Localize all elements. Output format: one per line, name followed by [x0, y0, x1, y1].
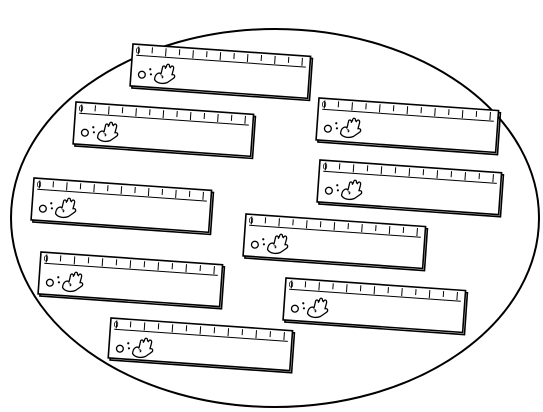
ruler: 0: [283, 278, 468, 335]
ruler-tick: [136, 108, 137, 116]
ruler: 0: [243, 214, 428, 271]
ruler-tick: [462, 110, 463, 118]
ruler-tick: [465, 172, 466, 180]
ruler-tick: [353, 164, 354, 172]
ruler-tick: [346, 284, 347, 292]
ruler: 0: [130, 44, 313, 100]
ruler-zero-label: 0: [113, 320, 119, 329]
rulers-group: 0 0 0 0 0 0 0 0 0: [31, 44, 504, 373]
ruler-body: [108, 318, 292, 371]
ruler-tick: [352, 102, 353, 110]
ruler-zero-label: 0: [78, 104, 84, 113]
ruler-zero-label: 0: [288, 280, 294, 289]
ruler-tick: [362, 224, 363, 232]
ruler-tick: [279, 218, 280, 226]
ruler-tick: [220, 52, 221, 60]
ruler: 0: [31, 178, 214, 234]
ruler-tick: [144, 322, 145, 330]
ruler-tick: [163, 110, 164, 118]
ruler-tick: [374, 286, 375, 294]
ruler-zero-label: 0: [321, 100, 327, 109]
ruler-tick: [284, 332, 285, 340]
ruler-tick: [186, 264, 187, 272]
ruler-tick: [457, 292, 458, 300]
ruler: 0: [317, 160, 504, 217]
ruler-tick: [435, 108, 436, 116]
ruler-tick: [247, 54, 248, 62]
ruler: 0: [108, 318, 294, 373]
ruler-tick: [493, 174, 494, 182]
ruler-zero-label: 0: [43, 254, 49, 263]
ruler-tick: [302, 58, 303, 66]
ruler-tick: [228, 328, 229, 336]
ruler-tick: [319, 282, 320, 290]
ruler-tick: [148, 188, 149, 196]
ruler-zero-label: 0: [36, 180, 42, 189]
ruler-tick: [193, 50, 194, 58]
ruler-tick: [429, 290, 430, 298]
ruler-tick: [102, 258, 103, 266]
ruler-tick: [203, 192, 204, 200]
ruler-tick: [218, 114, 219, 122]
ruler-tick: [130, 260, 131, 268]
ruler-zero-label: 0: [248, 216, 254, 225]
ruler-tick: [306, 220, 307, 228]
ruler-tick: [74, 256, 75, 264]
ruler-tick: [245, 116, 246, 124]
ruler-tick: [109, 106, 110, 114]
ruler-tick: [275, 56, 276, 64]
ruler-tick: [214, 266, 215, 274]
ruler-tick: [389, 226, 390, 234]
ruler-tick: [407, 106, 408, 114]
ruler-tick: [490, 112, 491, 120]
ruler: 0: [38, 252, 225, 309]
ruler-tick: [334, 222, 335, 230]
ruler-tick: [417, 228, 418, 236]
ruler: 0: [73, 102, 256, 158]
ruler-tick: [379, 104, 380, 112]
ruler-tick: [176, 190, 177, 198]
ruler-tick: [166, 48, 167, 56]
ruler-tick: [256, 330, 257, 338]
ruler-tick: [409, 168, 410, 176]
ruler-tick: [121, 186, 122, 194]
ruler-zero-label: 0: [322, 162, 328, 171]
ruler-tick: [67, 182, 68, 190]
ruler-tick: [172, 324, 173, 332]
ruler-zero-label: 0: [135, 46, 141, 55]
ruler-tick: [158, 262, 159, 270]
ruler-tick: [437, 170, 438, 178]
ruler-tick: [402, 288, 403, 296]
ruler-tick: [190, 112, 191, 120]
ruler-tick: [94, 184, 95, 192]
ruler: 0: [316, 98, 501, 155]
ruler-tick: [381, 166, 382, 174]
ruler-tick: [200, 326, 201, 334]
